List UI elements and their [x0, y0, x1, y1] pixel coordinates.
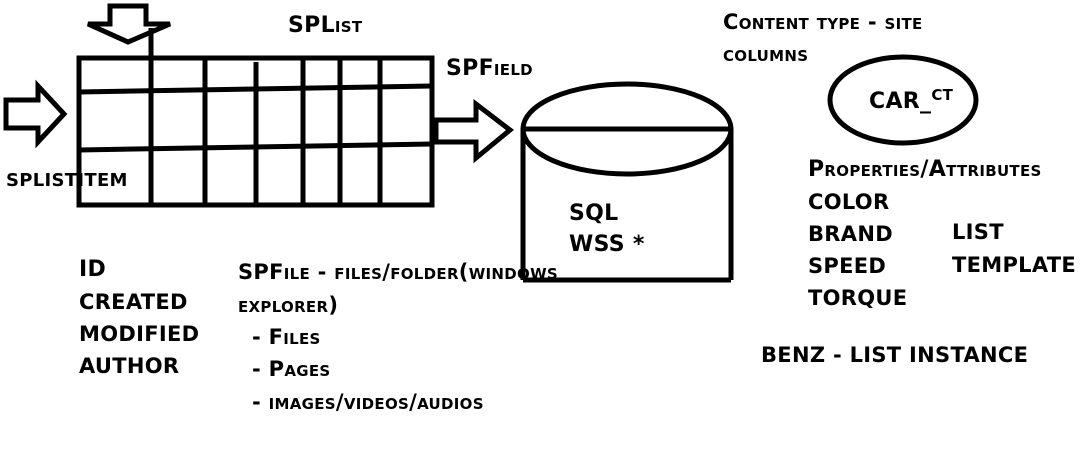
splist-grid — [76, 28, 435, 208]
spfile-bullet: - Pages — [252, 357, 331, 381]
spfield-label: SPField — [446, 56, 533, 81]
benz-label: BENZ - LIST INSTANCE — [761, 343, 1029, 367]
item-field: MODIFIED — [79, 322, 200, 346]
db-wss-label: WSS * — [569, 232, 645, 257]
spfile-bullet: - Files — [252, 325, 321, 349]
item-field: ID — [79, 257, 107, 282]
list-template-line2: TEMPLATE — [952, 253, 1077, 277]
right-arrow-icon-db — [433, 98, 515, 164]
db-sql-label: SQL — [569, 201, 619, 226]
property-item: BRAND — [808, 222, 893, 246]
property-item: SPEED — [808, 254, 887, 278]
list-template-line1: LIST — [952, 220, 1004, 244]
car-ct-label: CAR_CT — [869, 88, 953, 113]
content-type-line2: columns — [723, 42, 809, 66]
car-ct-sup: CT — [931, 86, 954, 104]
splistitem-label: SPLISTITEM — [6, 170, 128, 191]
car-ct-main: CAR_ — [869, 89, 932, 114]
spfile-line1: SPFile - files/folder(windows — [238, 260, 559, 284]
property-item: TORQUE — [808, 286, 908, 310]
splist-label: SPList — [288, 13, 363, 38]
down-arrow-icon — [86, 3, 171, 45]
spfile-line2: explorer) — [238, 293, 339, 317]
item-field: CREATED — [79, 290, 188, 314]
spfile-bullet: - images/videos/audios — [252, 390, 484, 414]
car-ct-ellipse — [827, 54, 979, 146]
item-field: AUTHOR — [79, 354, 180, 378]
property-item: COLOR — [808, 190, 890, 214]
properties-heading: Properties/Attributes — [808, 157, 1042, 182]
right-arrow-icon-listitem — [3, 79, 68, 149]
database-cylinder-icon — [520, 81, 734, 283]
content-type-line1: Content type - site — [723, 10, 923, 34]
